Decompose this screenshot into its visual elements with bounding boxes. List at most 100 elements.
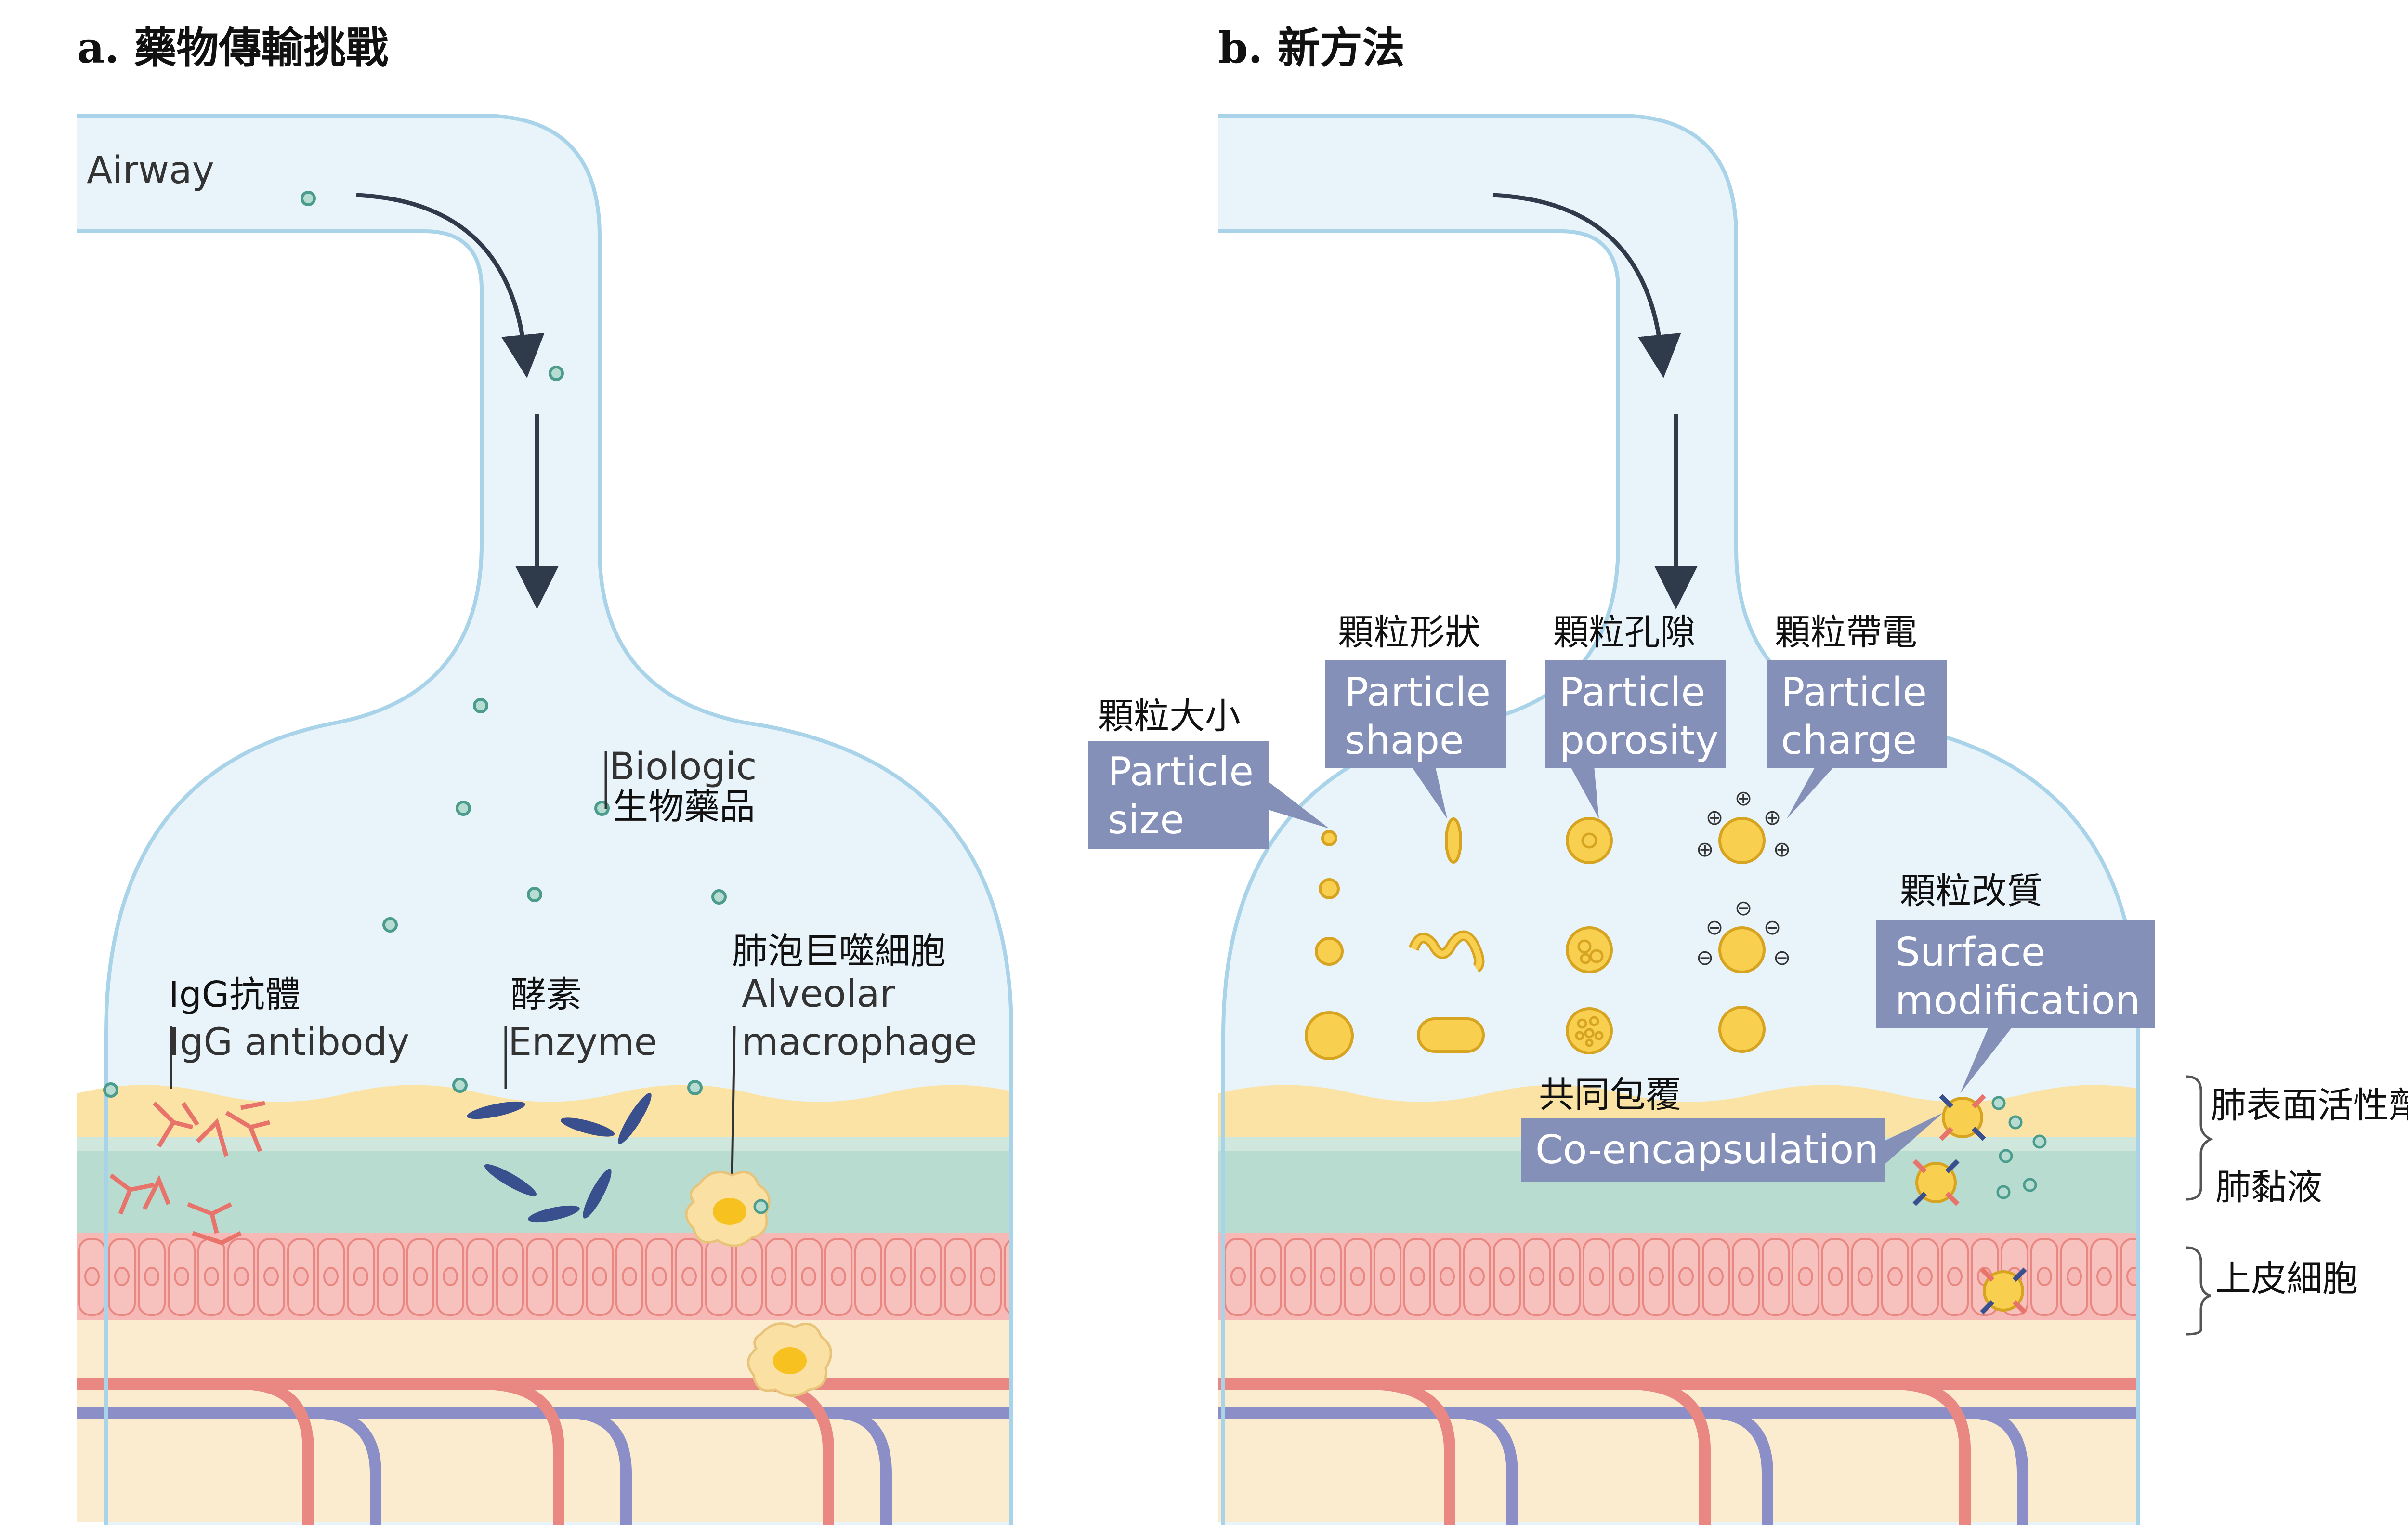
shape-label-en2: shape: [1345, 718, 1464, 763]
cell-nucleus: [831, 1267, 846, 1286]
cell-nucleus: [1678, 1267, 1694, 1286]
igg-label-en: IgG antibody: [169, 1021, 409, 1064]
shape-label-zh: 顆粒形狀: [1338, 612, 1480, 653]
cell-nucleus: [1499, 1267, 1515, 1286]
surface-label-zh: 顆粒改質: [1900, 870, 2042, 912]
surface-modification-callout: 顆粒改質 Surface modification: [1876, 870, 2155, 1093]
svg-text:⊖: ⊖: [1735, 896, 1753, 920]
surfactant-layer-a: [77, 1085, 1011, 1142]
particle-shape-callout: 顆粒形狀 Particle shape: [1325, 612, 1506, 819]
cell-nucleus: [293, 1267, 309, 1286]
cell-nucleus: [353, 1267, 368, 1286]
cell-nucleus: [84, 1267, 100, 1286]
cell-nucleus: [502, 1267, 518, 1286]
pore-icon: [1575, 832, 1604, 1047]
co-encapsulation-callout: 共同包覆 Co-encapsulation: [1521, 1074, 1943, 1182]
airflow-arrow-icon: [1492, 193, 1681, 378]
biologic-label-en: Biologic: [609, 745, 757, 789]
cell-nucleus: [1887, 1267, 1903, 1286]
cell-nucleus: [741, 1267, 757, 1286]
epithelial-cells-a: [78, 1238, 1011, 1316]
modified-particle-icon: [1912, 1094, 2047, 1315]
cell-nucleus: [114, 1267, 130, 1286]
particle-charge-callout: 顆粒帶電 Particle charge: [1767, 612, 1947, 819]
cell-nucleus: [1917, 1267, 1933, 1286]
cell-nucleus: [1708, 1267, 1724, 1286]
enzyme-label-en: Enzyme: [508, 1021, 657, 1064]
layer-braces: [2186, 1075, 2213, 1336]
fluid-layer-label: 肺黏液: [2215, 1167, 2322, 1208]
cell-nucleus: [1469, 1267, 1485, 1286]
cell-nucleus: [1290, 1267, 1306, 1286]
cell-nucleus: [771, 1267, 786, 1286]
blood-vessels-b: [1218, 1378, 2138, 1525]
cell-nucleus: [1649, 1267, 1664, 1286]
coenc-label-en: Co-encapsulation: [1535, 1127, 1879, 1173]
macrophage-label-en2: macrophage: [742, 1021, 977, 1064]
cell-nucleus: [204, 1267, 219, 1286]
cell-nucleus: [413, 1267, 428, 1286]
particle-porosity-callout: 顆粒孔隙 Particle porosity: [1545, 612, 1726, 819]
size-label-zh: 顆粒大小: [1098, 696, 1241, 737]
svg-text:⊕: ⊕: [1764, 805, 1781, 830]
cell-nucleus: [1410, 1267, 1425, 1286]
cell-nucleus: [1380, 1267, 1395, 1286]
svg-text:⊕: ⊕: [1696, 837, 1714, 862]
cell-nucleus: [562, 1267, 577, 1286]
biologic-label-zh: 生物藥品: [613, 786, 755, 828]
cell-nucleus: [443, 1267, 458, 1286]
cell-nucleus: [1738, 1267, 1754, 1286]
surface-label-en1: Surface: [1895, 930, 2045, 975]
macrophage-label-zh: 肺泡巨噬細胞: [732, 931, 946, 972]
svg-text:⊕: ⊕: [1706, 805, 1724, 830]
cell-nucleus: [174, 1267, 189, 1286]
size-label-en1: Particle: [1108, 749, 1254, 795]
enzyme-icon: [467, 1092, 652, 1223]
cell-nucleus: [1619, 1267, 1634, 1286]
cell-nucleus: [861, 1267, 876, 1286]
charge-label-en1: Particle: [1781, 670, 1927, 715]
svg-text:⊖: ⊖: [1764, 915, 1781, 940]
panel-b: b. 新方法: [1088, 23, 2155, 1525]
cell-nucleus: [2067, 1267, 2082, 1286]
svg-text:⊖: ⊖: [1773, 946, 1791, 970]
charge-icon: ⊕⊕⊕ ⊕⊕ ⊖⊖⊖ ⊖⊖: [1696, 786, 1791, 970]
coenc-label-zh: 共同包覆: [1539, 1074, 1681, 1116]
cell-nucleus: [1589, 1267, 1604, 1286]
shape-label-en1: Particle: [1345, 670, 1491, 715]
cell-nucleus: [711, 1267, 727, 1286]
charge-label-zh: 顆粒帶電: [1775, 612, 1917, 653]
cell-nucleus: [1768, 1267, 1783, 1286]
cell-nucleus: [263, 1267, 279, 1286]
macrophage-icon: [685, 1170, 832, 1397]
cell-nucleus: [2037, 1267, 2052, 1286]
cell-nucleus: [801, 1267, 816, 1286]
cell-nucleus: [1798, 1267, 1813, 1286]
panel-a-title: a. 藥物傳輸挑戰: [77, 23, 388, 73]
cell-nucleus: [1230, 1267, 1246, 1286]
porosity-label-en1: Particle: [1559, 670, 1705, 715]
cell-nucleus: [1529, 1267, 1544, 1286]
particle-size-callout: 顆粒大小 Particle size: [1088, 696, 1329, 849]
surface-label-en2: modification: [1895, 978, 2140, 1024]
cell-nucleus: [1440, 1267, 1455, 1286]
airway-label: Airway: [87, 149, 214, 192]
svg-text:⊖: ⊖: [1696, 946, 1714, 970]
biologic-particles: [103, 191, 727, 1098]
porosity-label-en2: porosity: [1559, 718, 1718, 763]
charge-label-en2: charge: [1781, 718, 1917, 763]
cell-nucleus: [532, 1267, 548, 1286]
cell-nucleus: [2096, 1267, 2112, 1286]
brace-icon: [2186, 1075, 2213, 1201]
cell-nucleus: [652, 1267, 667, 1286]
cell-nucleus: [234, 1267, 249, 1286]
cell-nucleus: [1947, 1267, 1963, 1286]
cell-nucleus: [1260, 1267, 1276, 1286]
cell-nucleus: [472, 1267, 488, 1286]
cell-nucleus: [890, 1267, 906, 1286]
cell-nucleus: [622, 1267, 637, 1286]
size-label-en2: size: [1108, 797, 1184, 843]
enzyme-label-zh: 酵素: [510, 974, 582, 1015]
svg-text:⊖: ⊖: [1706, 915, 1724, 940]
brace-icon: [2186, 1246, 2211, 1336]
